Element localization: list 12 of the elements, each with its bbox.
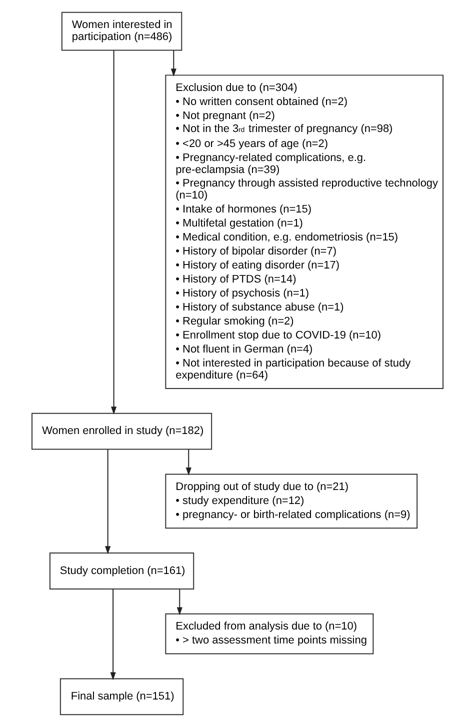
arrow <box>170 50 176 77</box>
node-box: Study completion (n=161) <box>48 552 194 590</box>
node-box: Dropping out of study due to (n=21) • study expenditure (n=12) • pregnancy- or birth-related complications (n=9) <box>164 474 418 529</box>
node-box: Excluded from analysis due to (n=10) • > two assessment time points missing <box>164 613 374 654</box>
node-box: Women enrolled in study (n=182) <box>31 412 212 450</box>
arrow <box>104 448 110 554</box>
arrow <box>110 588 116 680</box>
node-box: Women interested in participation (n=486) <box>60 12 182 51</box>
node-box: Final sample (n=151) <box>59 678 184 716</box>
arrow <box>185 448 191 476</box>
arrow <box>176 588 182 616</box>
arrow <box>110 50 116 415</box>
